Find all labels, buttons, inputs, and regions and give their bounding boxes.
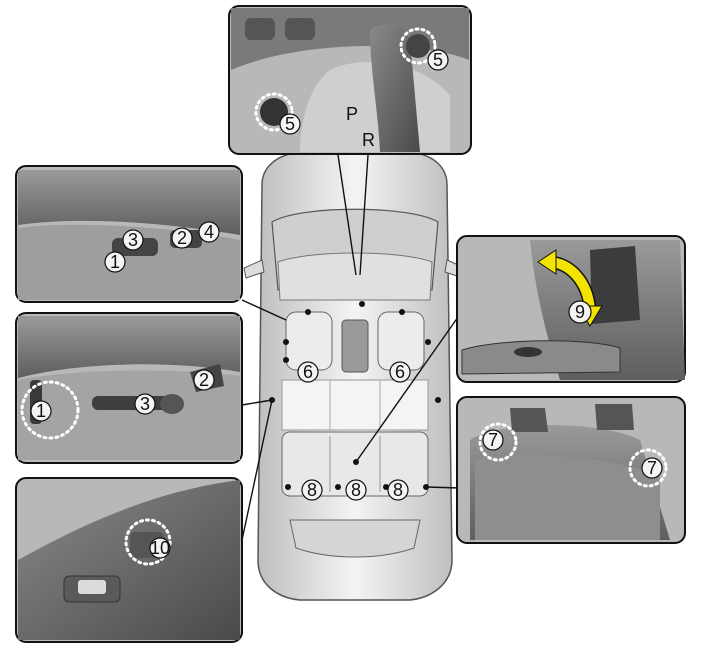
- gear-shift-icon: [370, 24, 420, 153]
- callout-1-a: 1: [110, 252, 120, 272]
- car-callouts: 6 6 8 8 8: [297, 361, 411, 501]
- leader-lines: [241, 154, 471, 541]
- callout-6-left: 6: [303, 362, 313, 382]
- window-switch-icon: [78, 580, 106, 594]
- callout-7-left: 7: [488, 430, 498, 450]
- callout-1-b: 1: [36, 401, 46, 421]
- heated-seat-switch-icon: [406, 34, 430, 58]
- callout-10: 10: [150, 538, 170, 558]
- callout-4-a: 4: [204, 222, 214, 242]
- door-switch-panel: 10: [15, 477, 243, 643]
- console-panel: P R 5 5: [228, 5, 472, 155]
- armrest-panel: 9: [456, 235, 686, 383]
- callout-2-b: 2: [199, 370, 209, 390]
- callout-3-a: 3: [128, 230, 138, 250]
- seat-controls-panel-lower: 1 3 2: [15, 312, 243, 464]
- callout-9: 9: [575, 302, 585, 322]
- svg-text:R: R: [362, 130, 375, 150]
- car-top-view: [243, 151, 466, 601]
- callout-7-right: 7: [647, 458, 657, 478]
- center-console: [341, 319, 369, 373]
- callout-2-a: 2: [177, 228, 187, 248]
- svg-text:P: P: [346, 104, 358, 124]
- seat-controls-panel-upper: 1 3 2 4: [15, 165, 243, 303]
- callout-5-left: 5: [285, 114, 295, 134]
- rear-seat-panel: 7 7: [456, 396, 686, 544]
- callout-3-b: 3: [140, 394, 150, 414]
- callout-8-center: 8: [351, 480, 361, 500]
- callout-6-right: 6: [395, 362, 405, 382]
- callout-8-left: 8: [307, 480, 317, 500]
- callout-5-right: 5: [433, 50, 443, 70]
- car-markers: [269, 301, 441, 490]
- callout-8-right: 8: [393, 480, 403, 500]
